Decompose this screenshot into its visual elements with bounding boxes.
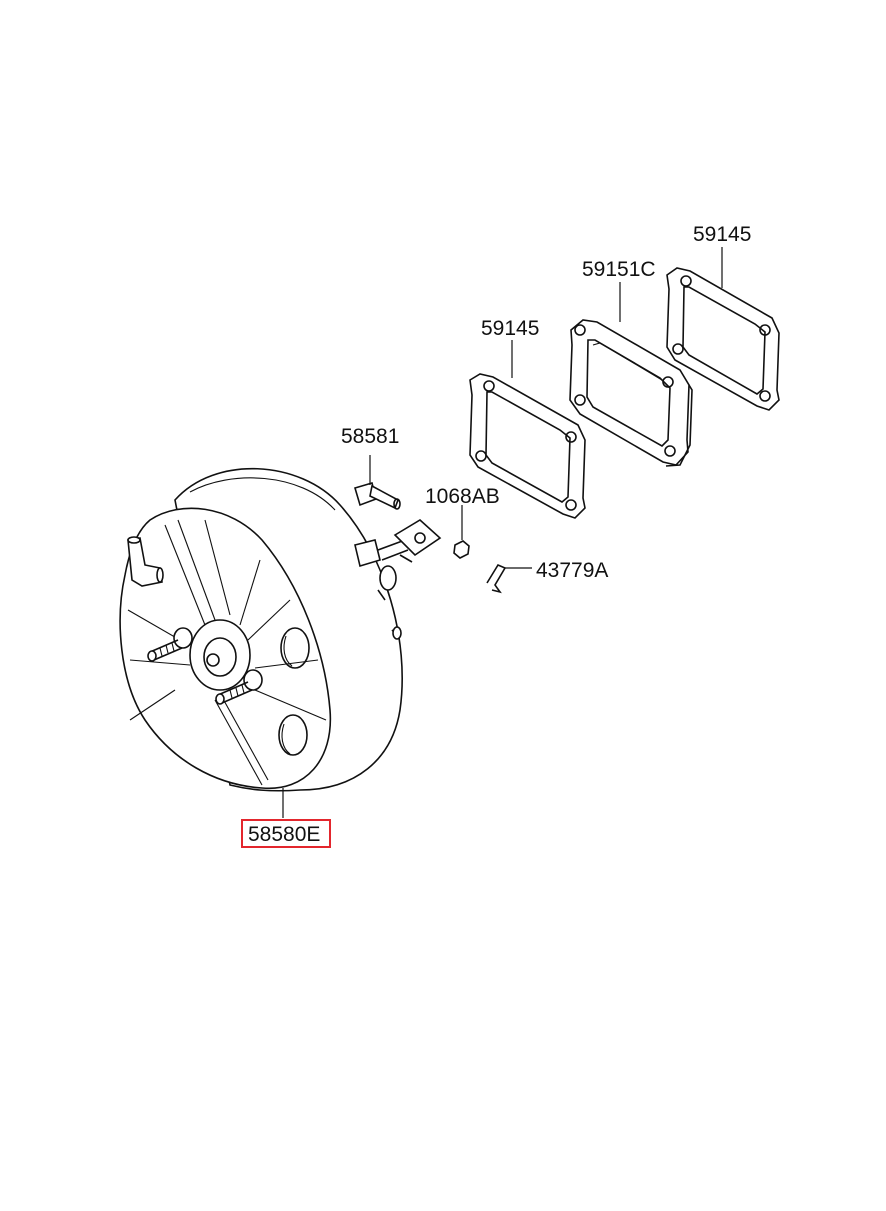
brake-booster-drawing[interactable] (119, 467, 442, 818)
label-clevis-pin[interactable]: 58581 (341, 425, 399, 448)
label-gasket-front[interactable]: 59145 (481, 317, 539, 340)
label-nut[interactable]: 1068AB (425, 485, 500, 508)
highlight-box (241, 819, 331, 848)
clevis-pin-drawing[interactable] (354, 455, 401, 510)
spacer-drawing[interactable] (569, 282, 693, 467)
gasket-front-drawing[interactable] (469, 340, 586, 519)
label-spacer[interactable]: 59151C (582, 258, 656, 281)
clip-drawing[interactable] (486, 563, 532, 594)
label-brake-booster[interactable]: 58580E (248, 823, 320, 846)
label-clip[interactable]: 43779A (536, 559, 608, 582)
nut-drawing[interactable] (453, 505, 470, 559)
label-gasket-rear[interactable]: 59145 (693, 223, 751, 246)
gasket-rear-drawing[interactable] (666, 247, 780, 411)
